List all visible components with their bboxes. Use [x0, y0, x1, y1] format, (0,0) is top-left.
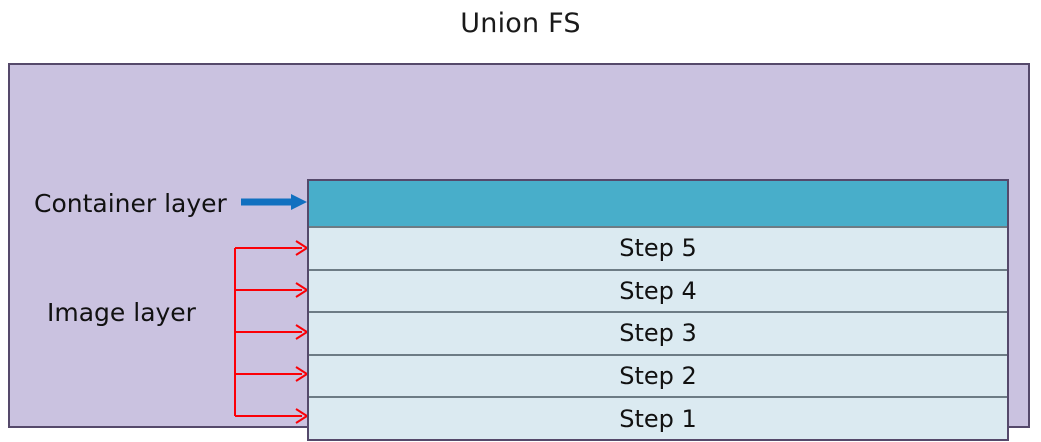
image-layer-row: Step 2	[309, 353, 1007, 397]
image-layer-row-text: Step 5	[619, 234, 697, 263]
image-layer-row-text: Step 2	[619, 362, 697, 391]
union-fs-panel: Container layer Image layer	[8, 63, 1030, 441]
image-layer-row: Step 5	[309, 226, 1007, 269]
image-layer-row: Step 3	[309, 311, 1007, 354]
image-layer-label: Image layer	[47, 298, 196, 327]
diagram-title: Union FS	[460, 8, 581, 39]
image-layer-row-text: Step 3	[619, 319, 697, 348]
image-layer-row: Step 4	[309, 268, 1007, 312]
image-layer-bracket-arrows-icon	[234, 240, 309, 424]
image-layer-row: Step 1	[309, 396, 1007, 439]
image-layer-row-text: Step 1	[619, 404, 697, 433]
layer-stack: Step 5 Step 4 Step 3 Step 2 Step 1	[307, 179, 1009, 441]
container-layer-arrow-icon	[241, 194, 307, 210]
container-layer-row	[309, 181, 1007, 226]
container-layer-label: Container layer	[34, 189, 227, 218]
image-layer-row-text: Step 4	[619, 276, 697, 305]
